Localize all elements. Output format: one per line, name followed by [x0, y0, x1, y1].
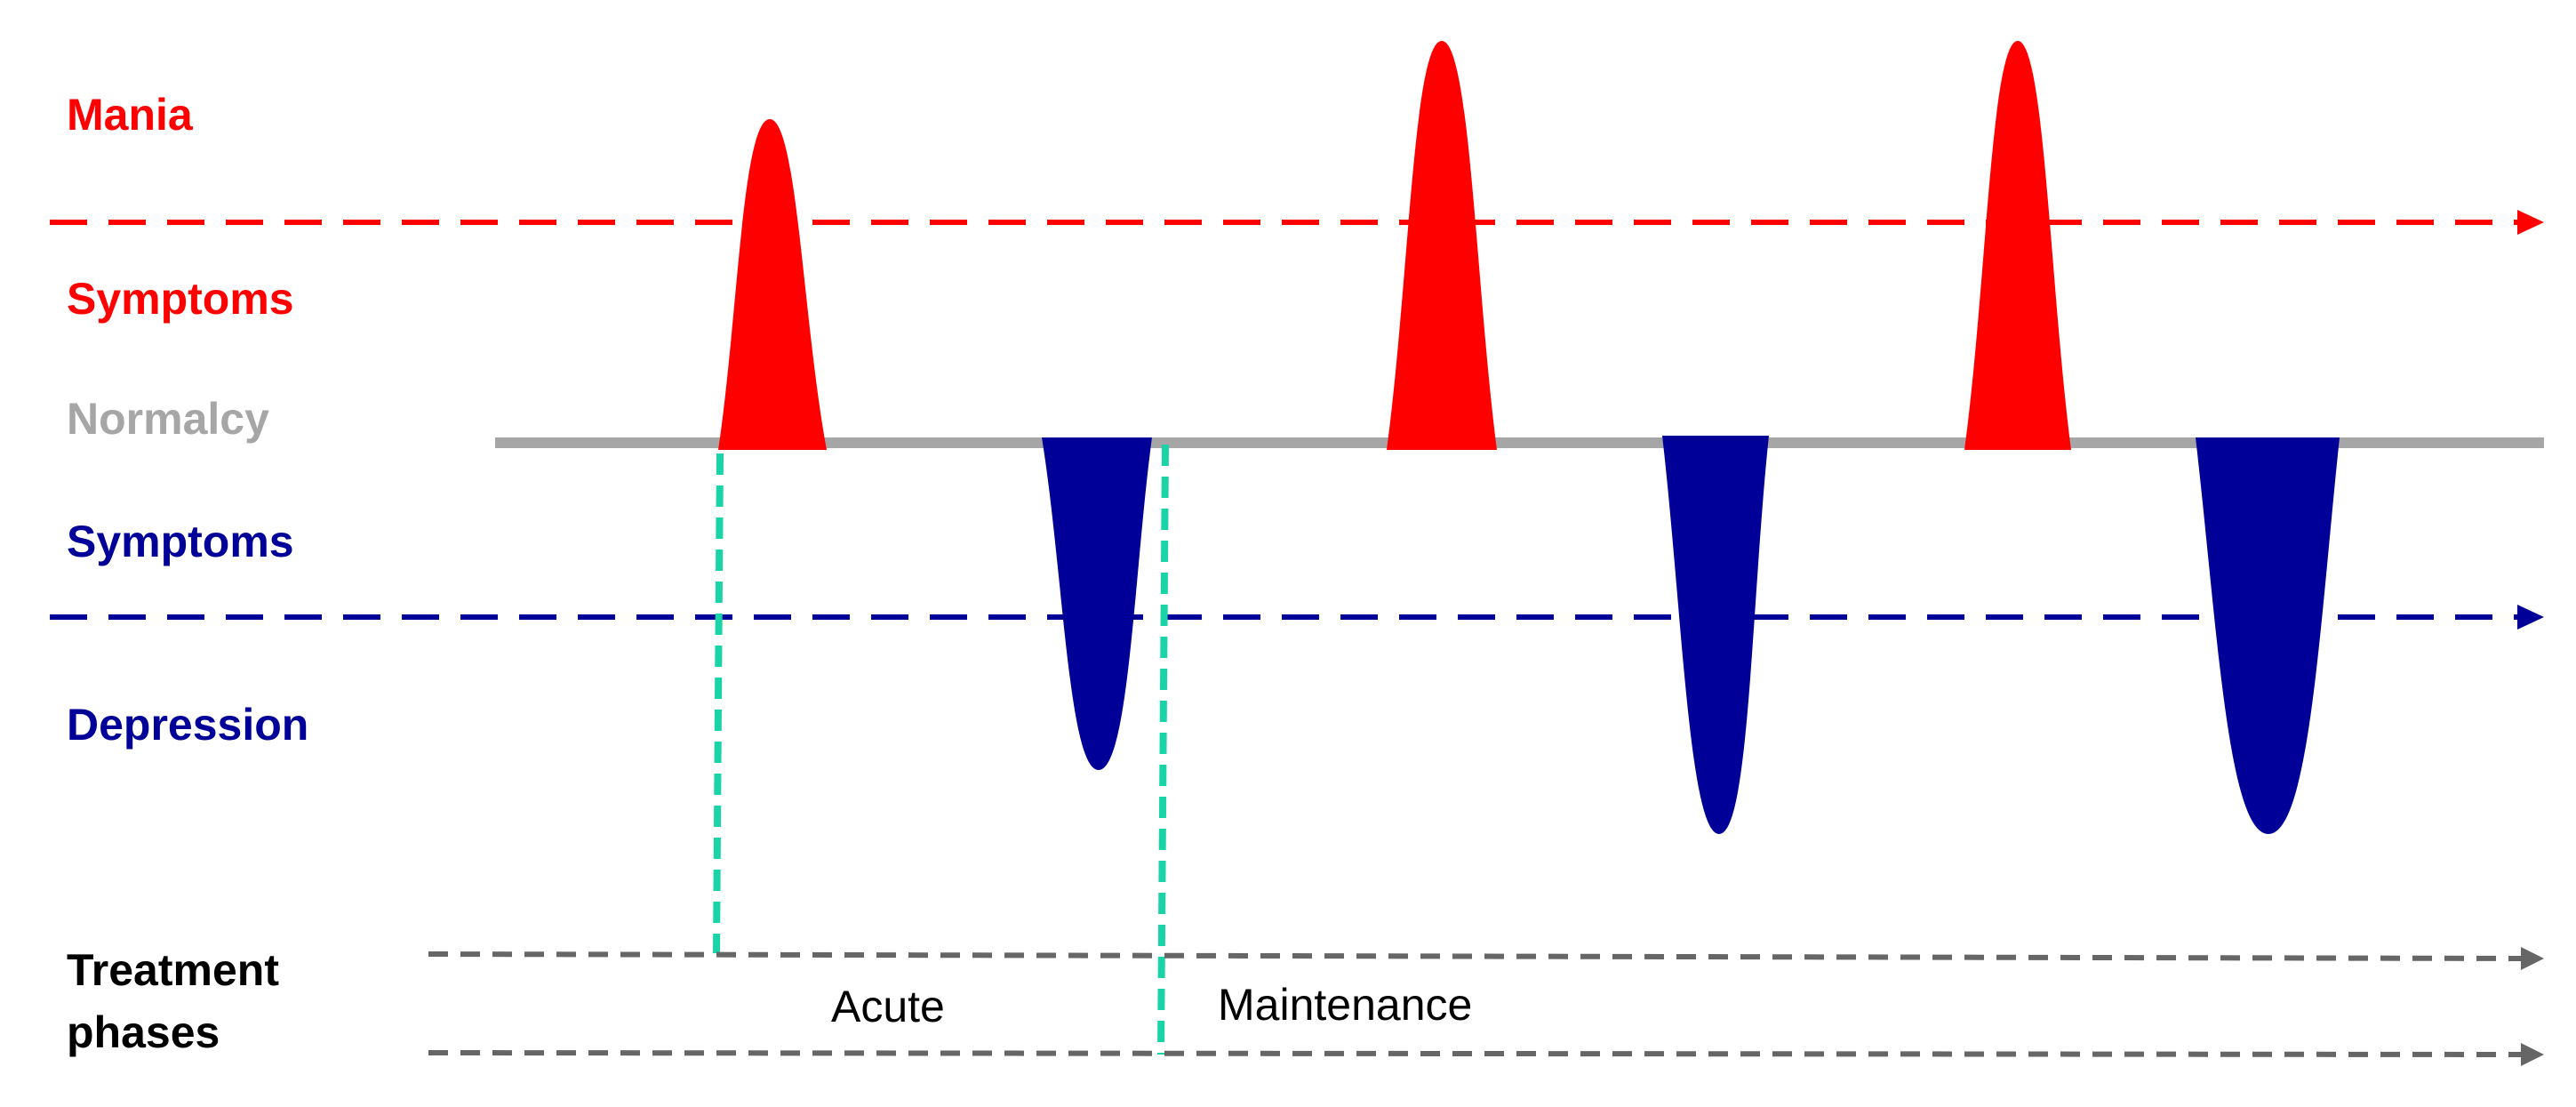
depression-arrowhead — [2517, 605, 2544, 630]
mania-symptoms-label: Symptoms — [67, 274, 294, 324]
treatment-phase-arrow-top — [428, 951, 2525, 961]
depression-label: Depression — [67, 700, 309, 750]
acute-phase-label: Acute — [831, 982, 945, 1031]
treatment-phase-arrowhead-bottom — [2521, 1043, 2544, 1066]
treatment-phase-arrow-bottom — [428, 1050, 2525, 1057]
maintenance-phase-label: Maintenance — [1218, 980, 1473, 1030]
mania-label: Mania — [67, 90, 193, 140]
depression-episode-2 — [1662, 436, 1769, 834]
depression-episode-3 — [2196, 437, 2340, 834]
treatment-phase-arrowhead-top — [2521, 947, 2544, 970]
depression-episode-1 — [1042, 437, 1152, 770]
mania-arrowhead — [2517, 210, 2544, 235]
treatment-phases-label: Treatment phases — [67, 939, 279, 1063]
maintenance-phase-start-marker — [1157, 444, 1169, 1055]
depression-symptoms-label: Symptoms — [67, 517, 294, 566]
acute-phase-start-marker — [713, 453, 724, 954]
mania-episode-3 — [1964, 41, 2071, 450]
treatment-phases-line-1: Treatment — [67, 945, 279, 995]
treatment-phases-line-2: phases — [67, 1007, 220, 1057]
mania-episode-1 — [718, 119, 827, 450]
normalcy-label: Normalcy — [67, 394, 269, 444]
mania-episode-2 — [1387, 41, 1497, 450]
